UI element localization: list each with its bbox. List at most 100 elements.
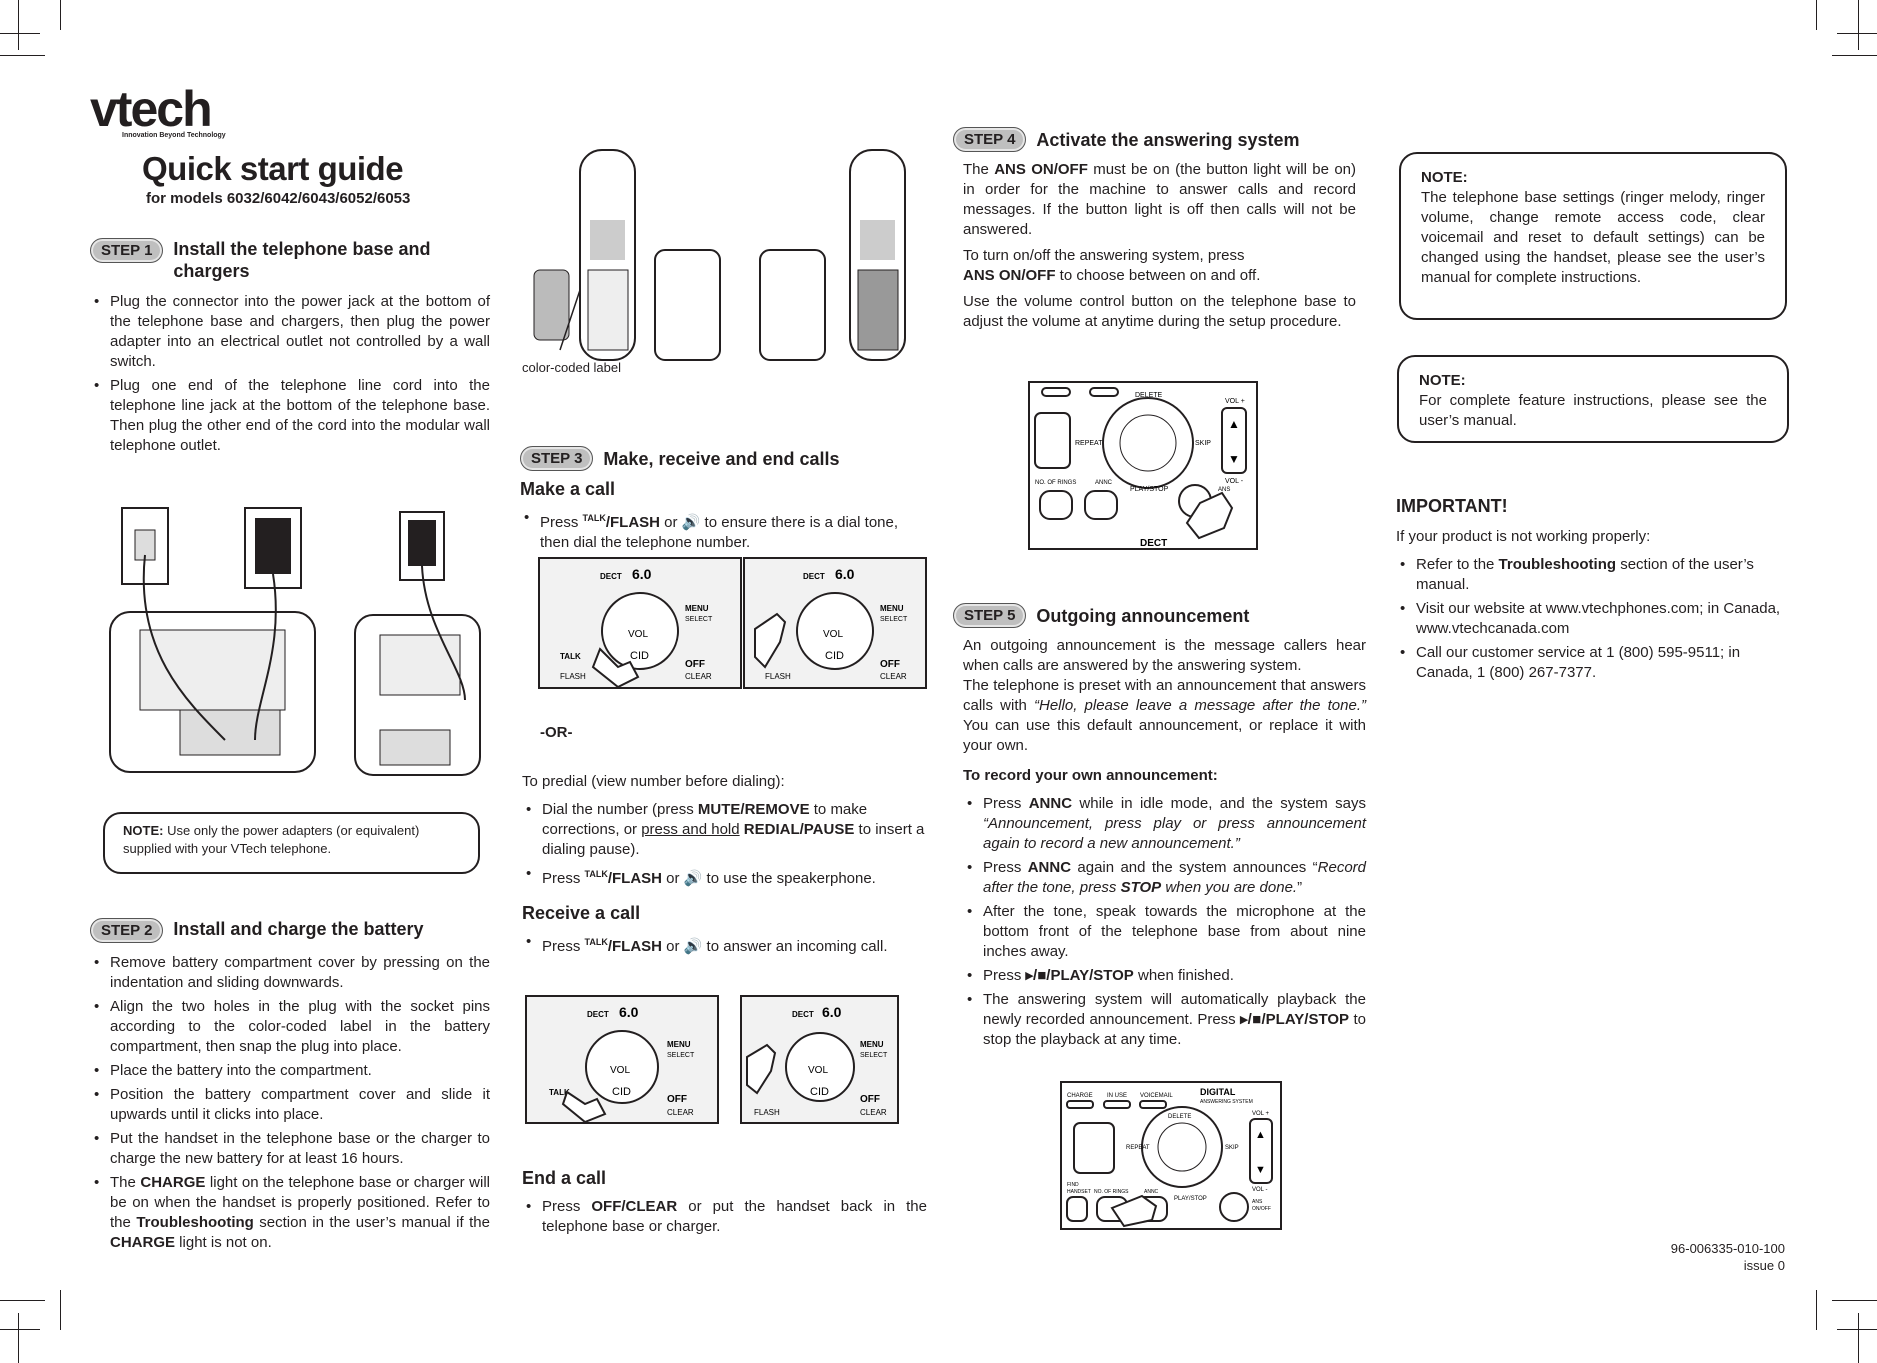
crop-mark (1858, 1313, 1859, 1363)
step2-bullet: Remove battery compartment cover by pres… (90, 953, 490, 993)
power-button-icon (1219, 1192, 1249, 1222)
step4-section: STEP 4 Activate the answering system The… (953, 127, 1356, 332)
vol-up-icon: ▲ (1228, 417, 1240, 431)
important-bullet: Visit our website at www.vtechphones.com… (1396, 599, 1796, 639)
svg-text:SELECT: SELECT (667, 1052, 695, 1059)
note-label: NOTE: (123, 823, 164, 838)
svg-text:OFF: OFF (860, 1094, 880, 1105)
nav-ring-icon (785, 1032, 855, 1102)
step2-bullet: Align the two holes in the plug with the… (90, 997, 490, 1057)
step2-title: Install and charge the battery (173, 919, 424, 939)
pointing-hand-icon (591, 647, 640, 689)
svg-text:6.0: 6.0 (822, 1004, 842, 1020)
svg-text:VOL +: VOL + (1225, 398, 1245, 405)
crop-mark (1832, 55, 1877, 56)
svg-text:OFF: OFF (685, 659, 705, 670)
svg-text:6.0: 6.0 (835, 566, 855, 582)
charger-panel-icon (379, 729, 451, 766)
step1-section: STEP 1 Install the telephone base and ch… (90, 238, 490, 460)
svg-text:6.0: 6.0 (632, 566, 652, 582)
nav-ring-icon (601, 592, 679, 670)
battery-installation-illustration (533, 149, 906, 361)
predial-bullet: Press TALK/FLASH or 🔊 to use the speaker… (522, 864, 927, 889)
step4-para: Use the volume control button on the tel… (963, 293, 1356, 330)
charger-cradle-icon (379, 634, 461, 696)
svg-text:CLEAR: CLEAR (685, 672, 712, 681)
svg-text:ON/OFF: ON/OFF (1252, 1206, 1271, 1212)
record-bullet: Press ▸/■/PLAY/STOP when finished. (963, 966, 1366, 986)
svg-text:SELECT: SELECT (880, 616, 908, 623)
speaker-icon: 🔊 (683, 870, 703, 887)
step1-badge: STEP 1 (90, 238, 164, 263)
crop-mark (60, 1290, 61, 1330)
svg-text:DECT: DECT (792, 1010, 814, 1019)
crop-mark (1837, 1329, 1877, 1330)
note-text: For complete feature instructions, pleas… (1419, 392, 1767, 429)
important-section: IMPORTANT! If your product is not workin… (1396, 496, 1796, 687)
svg-text:VOICEMAIL: VOICEMAIL (1140, 1093, 1173, 1099)
note-text: The telephone base settings (ringer melo… (1421, 189, 1765, 286)
predial-heading: To predial (view number before dialing): (522, 773, 785, 790)
svg-text:OFF: OFF (667, 1094, 687, 1105)
battery-caption: color-coded label (522, 360, 622, 375)
note-label: NOTE: (1421, 169, 1468, 186)
step4-para: The ANS ON/OFF must be on (the button li… (963, 161, 1356, 238)
nav-center-icon (1157, 1122, 1207, 1172)
power-cord-icon (254, 573, 277, 741)
svg-text:SKIP: SKIP (1225, 1145, 1239, 1151)
record-bullet: After the tone, speak towards the microp… (963, 902, 1366, 962)
crop-mark (18, 1313, 19, 1363)
pointing-hand-icon (1185, 491, 1234, 540)
step2-section: STEP 2 Install and charge the battery Re… (90, 918, 490, 1257)
svg-text:CID: CID (825, 650, 844, 662)
svg-text:VOL -: VOL - (1225, 478, 1244, 485)
important-bullet: Call our customer service at 1 (800) 595… (1396, 643, 1796, 683)
svg-text:FIND: FIND (1067, 1182, 1079, 1188)
nav-ring-icon (796, 592, 874, 670)
svg-text:CID: CID (810, 1086, 829, 1098)
svg-text:NO. OF RINGS: NO. OF RINGS (1035, 480, 1076, 486)
step1-title: Install the telephone base and chargers (173, 239, 431, 281)
step1-bullet: Plug one end of the telephone line cord … (90, 376, 490, 456)
step1-bullet: Plug the connector into the power jack a… (90, 292, 490, 372)
vol-up-icon: ▲ (1255, 1129, 1266, 1141)
record-bullet: Press ANNC again and the system announce… (963, 858, 1366, 898)
note-text: Use only the power adapters (or equivale… (123, 823, 420, 856)
record-bullet: The answering system will automatically … (963, 990, 1366, 1050)
svg-text:ANNC: ANNC (1095, 480, 1113, 486)
crop-mark (1858, 0, 1859, 50)
page-subtitle: for models 6032/6042/6043/6052/6053 (146, 190, 411, 207)
step4-badge: STEP 4 (953, 127, 1027, 152)
svg-text:FLASH: FLASH (754, 1108, 780, 1117)
end-call-section: End a call Press OFF/CLEAR or put the ha… (522, 1168, 927, 1241)
logo-wordmark: vtech (90, 81, 213, 137)
base-installation-illustration (109, 507, 481, 776)
vol-down-icon: ▼ (1228, 452, 1240, 466)
svg-text:MENU: MENU (685, 604, 709, 613)
svg-text:OFF: OFF (880, 659, 900, 670)
svg-text:VOL: VOL (823, 629, 843, 640)
step2-bullet: Position the battery compartment cover a… (90, 1085, 490, 1125)
display-window-icon (1073, 1122, 1115, 1174)
step5-title: Outgoing announcement (1036, 606, 1250, 626)
svg-text:DELETE: DELETE (1168, 1114, 1191, 1120)
page-header: Quick start guide for models 6032/6042/6… (142, 150, 410, 207)
record-heading: To record your own announcement: (963, 767, 1218, 784)
crop-mark (1816, 1290, 1817, 1330)
vtech-logo: vtech Innovation Beyond Technology (90, 81, 226, 139)
svg-text:VOL: VOL (610, 1065, 630, 1076)
step5-para: The telephone is preset with an announce… (963, 677, 1366, 754)
step5-section: STEP 5 Outgoing announcement An outgoing… (953, 603, 1366, 1054)
step5-para: An outgoing announcement is the message … (963, 637, 1366, 674)
svg-text:FLASH: FLASH (765, 672, 791, 681)
logo-tagline: Innovation Beyond Technology (122, 132, 226, 139)
battery-cover-icon (654, 249, 721, 361)
svg-text:DELETE: DELETE (1135, 392, 1163, 399)
svg-text:PLAY/STOP: PLAY/STOP (1174, 1196, 1207, 1202)
pointing-hand-icon (754, 612, 787, 669)
svg-text:CLEAR: CLEAR (667, 1108, 694, 1117)
power-cord-icon (421, 565, 466, 701)
indicator-light-icon (1041, 387, 1071, 397)
